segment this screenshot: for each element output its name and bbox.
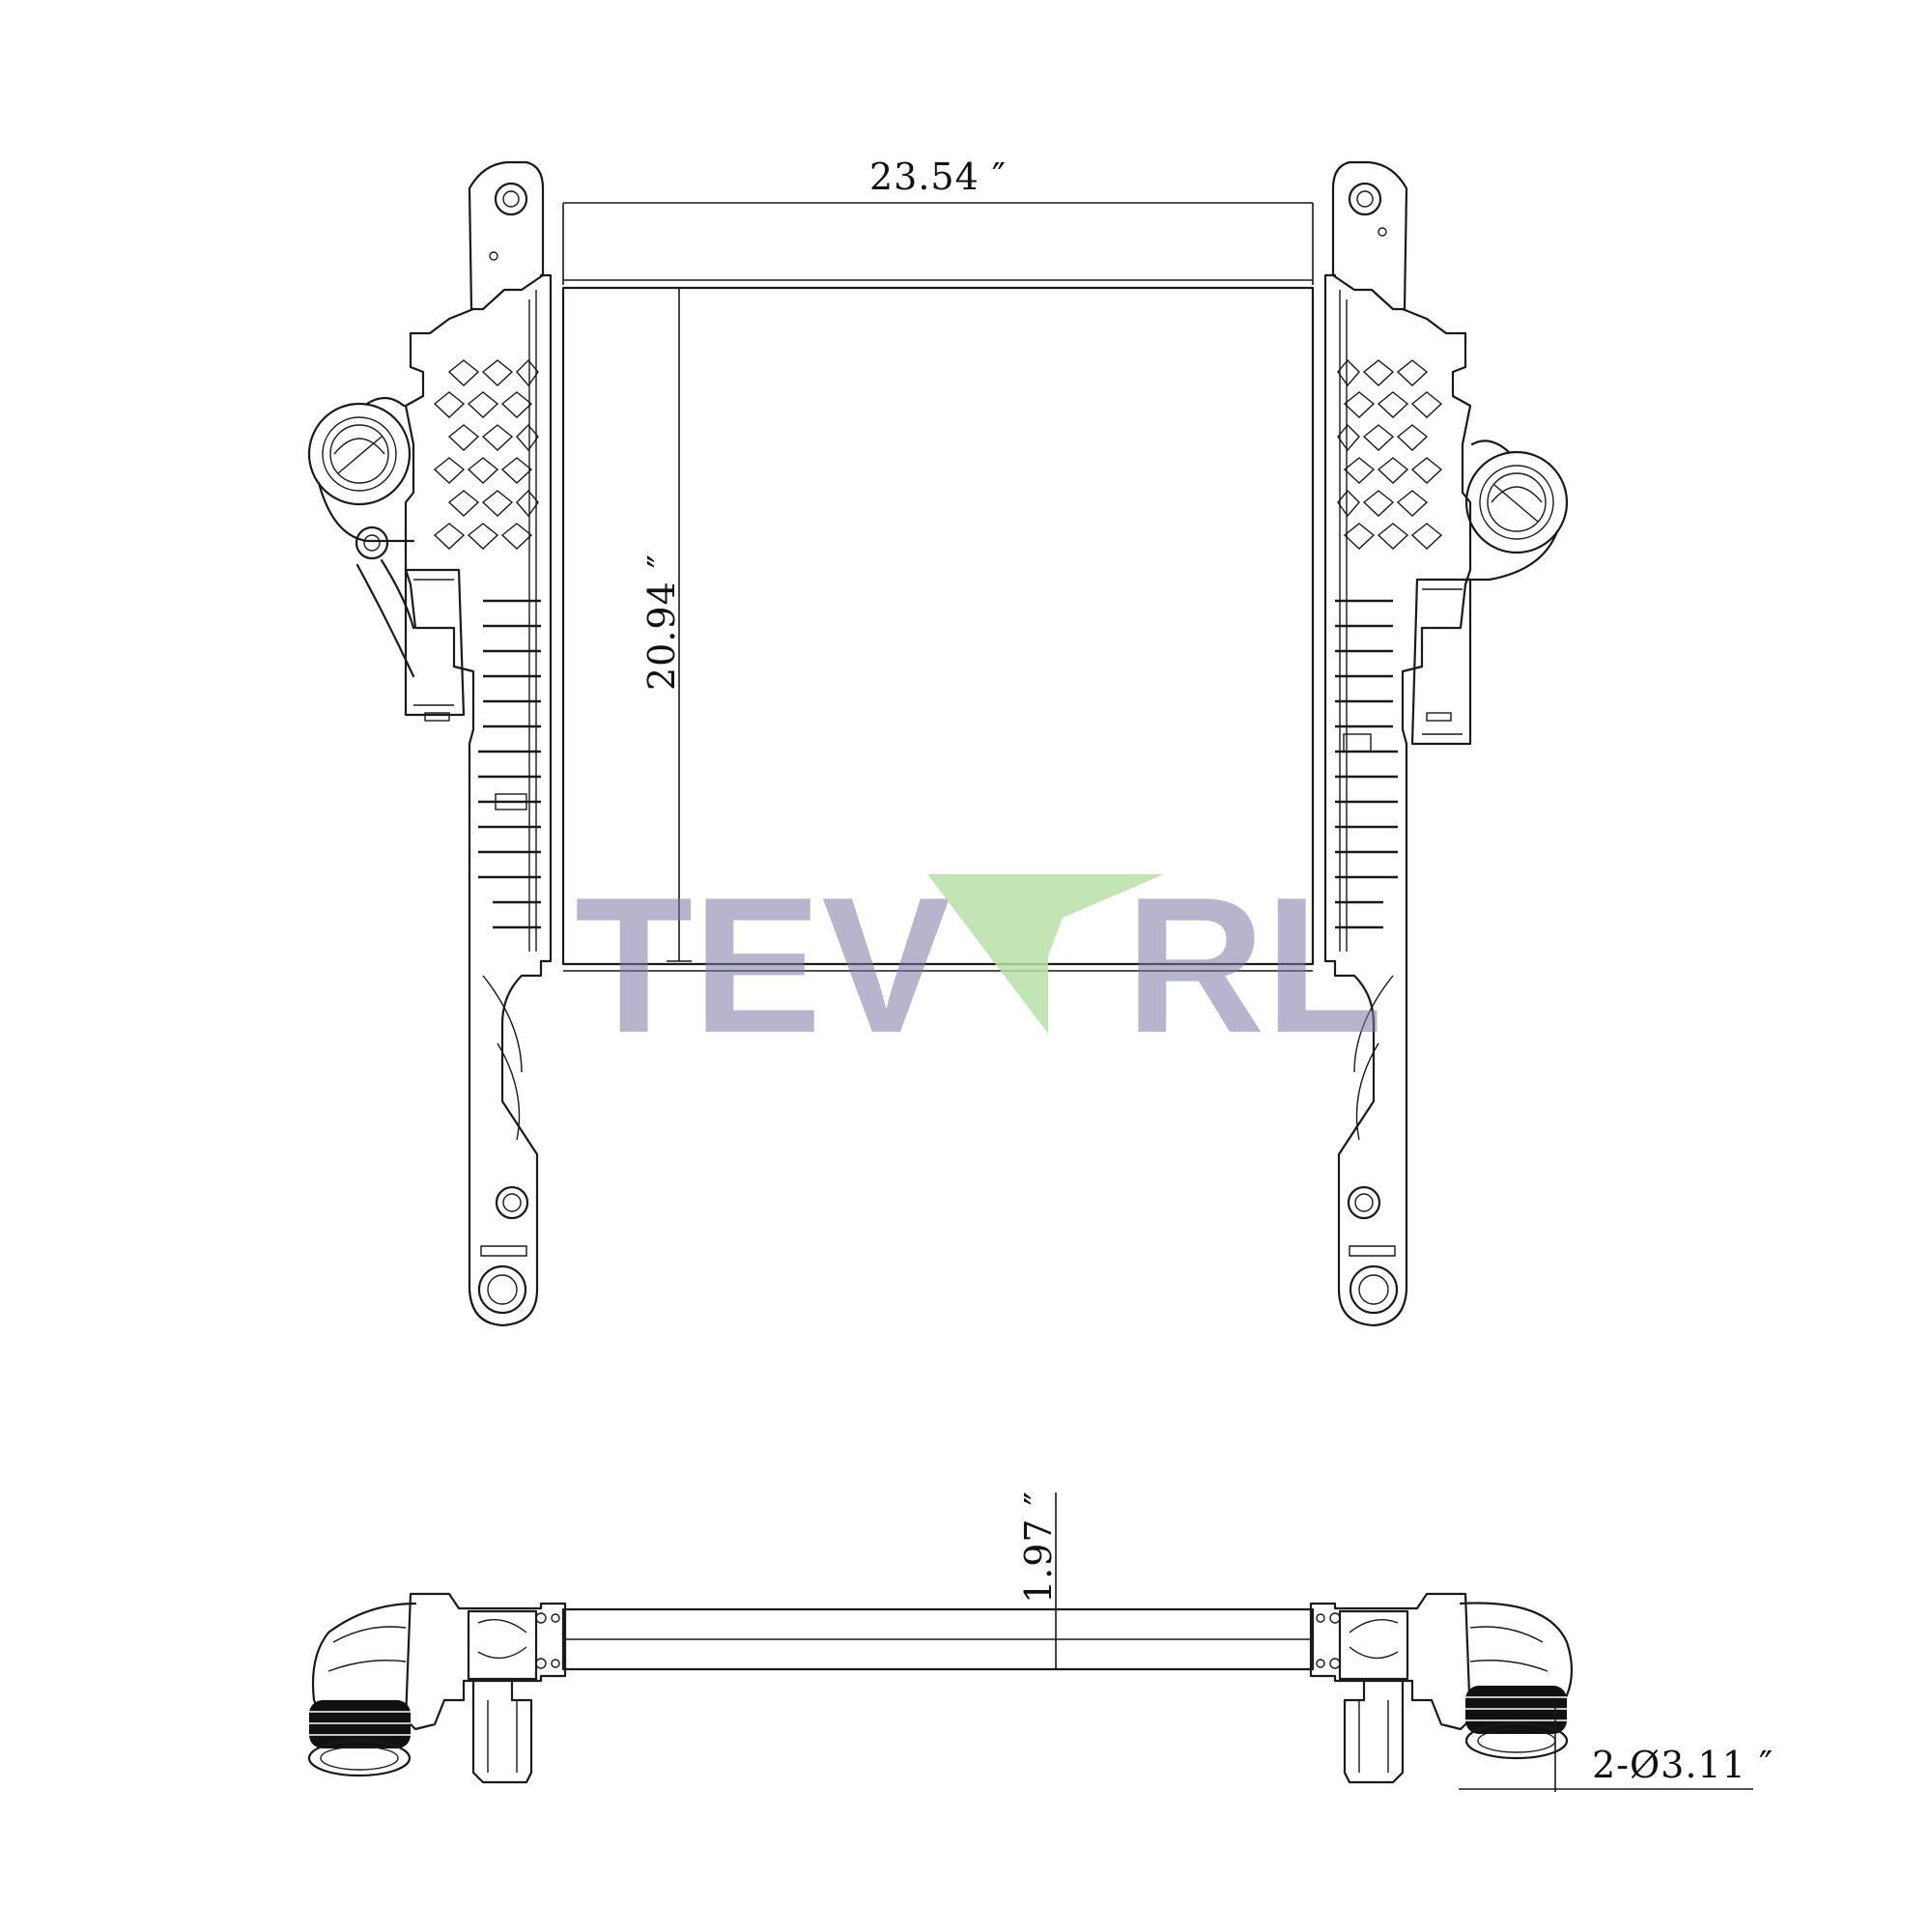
outlet-port [1464,450,1569,554]
right-tank [1323,160,1569,1327]
right-fins [1335,599,1398,929]
front-view: 23.54 ″ 20.94 ″ [307,156,1569,1327]
left-honeycomb-ribs [433,358,539,550]
watermark-leaf-mark [927,874,1164,1034]
right-hose-clamp [1465,1686,1567,1734]
thickness-dimension-label: 1.97 ″ [1017,1491,1060,1604]
left-fins [478,599,541,929]
height-dimension: 20.94 ″ [640,287,692,962]
right-honeycomb-ribs [1337,358,1443,550]
width-dimension: 23.54 ″ [562,156,1314,285]
diameter-dimension: 2-Ø3.11 ″ [1459,1700,1774,1792]
core-face [561,286,1315,966]
height-dimension-label: 20.94 ″ [640,554,683,691]
width-dimension-label: 23.54 ″ [869,156,1007,198]
inlet-port [307,402,412,506]
left-tank [307,160,553,1327]
left-end-side [307,1592,567,1784]
diameter-dimension-label: 2-Ø3.11 ″ [1592,1744,1774,1786]
side-view: 1.97 ″ 2-Ø3.11 ″ [307,1491,1774,1792]
watermark-text-right: RL [1125,858,1383,1073]
right-end-side [1309,1592,1574,1784]
watermark-text-left: TEV [575,858,951,1073]
thickness-dimension: 1.97 ″ [1017,1491,1068,1670]
brand-watermark: TEV RL [575,858,1383,1073]
